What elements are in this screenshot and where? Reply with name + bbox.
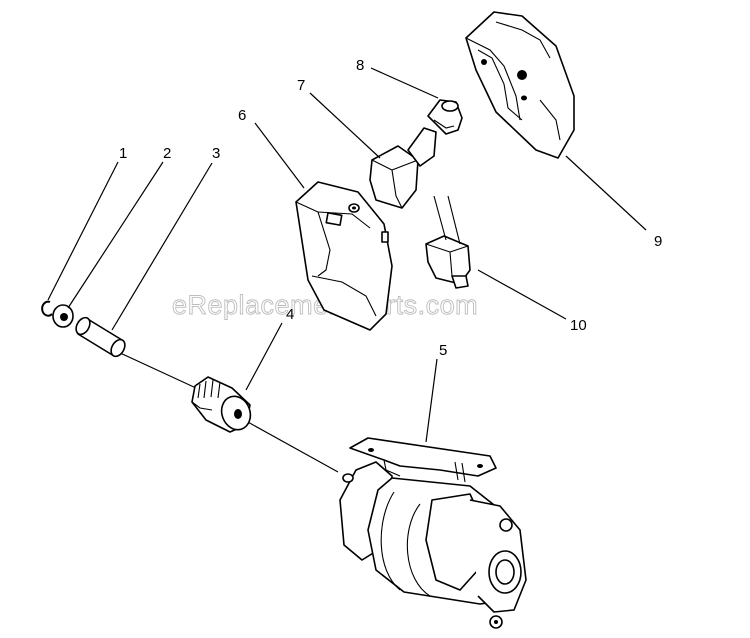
part-3-spacer-tube[interactable] <box>73 315 127 359</box>
part-9-cover-housing[interactable] <box>465 11 575 159</box>
part-10-relay-switch[interactable] <box>425 195 471 289</box>
callout-3: 3 <box>212 145 220 162</box>
part-5-starter-motor[interactable] <box>339 437 527 629</box>
part-4-pinion-gear[interactable] <box>191 376 255 434</box>
part-6-module-box[interactable] <box>295 181 393 331</box>
callout-9: 9 <box>654 233 662 250</box>
shaft-centerline <box>117 351 339 473</box>
part-2-washer[interactable] <box>52 304 74 328</box>
part-8-plug[interactable] <box>427 99 463 135</box>
callout-7: 7 <box>297 77 305 94</box>
callout-4: 4 <box>286 306 294 323</box>
part-1-retaining-clip[interactable] <box>41 300 53 317</box>
callout-6: 6 <box>238 107 246 124</box>
part-7-connector[interactable] <box>369 127 437 209</box>
callout-1: 1 <box>119 145 127 162</box>
callout-2: 2 <box>163 145 171 162</box>
callout-5: 5 <box>439 342 447 359</box>
callout-10: 10 <box>570 317 587 334</box>
leader-lines <box>47 67 647 443</box>
callout-numbers: 1 2 3 4 5 6 7 8 9 10 <box>119 57 662 359</box>
callout-8: 8 <box>356 57 364 74</box>
